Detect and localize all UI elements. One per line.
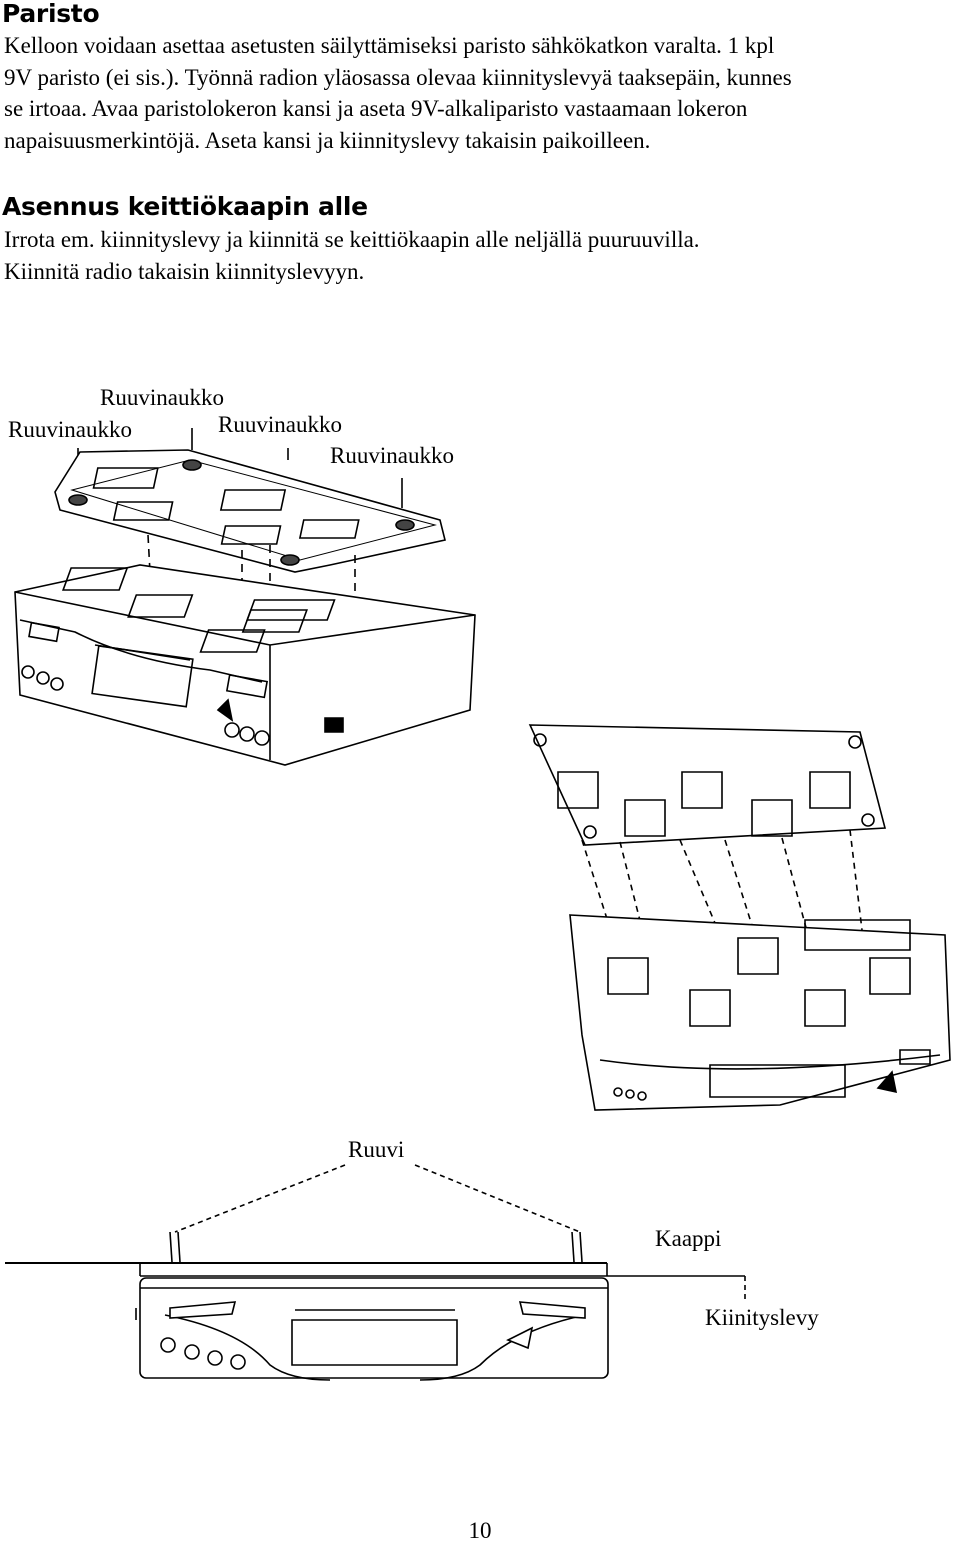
label-screw-hole-top: Ruuvinaukko: [100, 385, 224, 410]
paragraph-line: se irtoaa. Avaa paristolokeron kansi ja …: [4, 96, 748, 121]
paragraph-line: Kiinnitä radio takaisin kiinnityslevyyn.: [4, 258, 365, 284]
paristo-paragraph: Kelloon voidaan asettaa asetusten säilyt…: [4, 30, 954, 156]
mounted-view-illustration: [0, 1150, 960, 1390]
installation-paragraph: Irrota em. kiinnityslevy ja kiinnitä se …: [4, 224, 954, 287]
paragraph-line: 9V paristo (ei sis.). Työnnä radion yläo…: [4, 64, 792, 90]
section-heading-paristo: Paristo: [2, 0, 100, 28]
paragraph-line: Irrota em. kiinnityslevy ja kiinnitä se …: [4, 227, 700, 252]
label-screw-hole-left: Ruuvinaukko: [8, 417, 132, 442]
label-screw-hole-middle: Ruuvinaukko: [218, 412, 342, 437]
label-cabinet: Kaappi: [655, 1226, 722, 1251]
paragraph-line: napaisuusmerkintöjä. Aseta kansi ja kiin…: [4, 127, 651, 153]
section-heading-installation: Asennus keittiökaapin alle: [2, 192, 368, 221]
page-number: 10: [468, 1518, 492, 1543]
label-screw-hole-right: Ruuvinaukko: [330, 443, 454, 468]
underside-view-illustration: [520, 720, 960, 1120]
exploded-view-illustration: [0, 420, 490, 780]
label-mounting-plate: Kiinityslevy: [705, 1305, 819, 1330]
label-screw: Ruuvi: [348, 1137, 405, 1162]
paragraph-line: Kelloon voidaan asettaa asetusten säilyt…: [4, 33, 775, 58]
